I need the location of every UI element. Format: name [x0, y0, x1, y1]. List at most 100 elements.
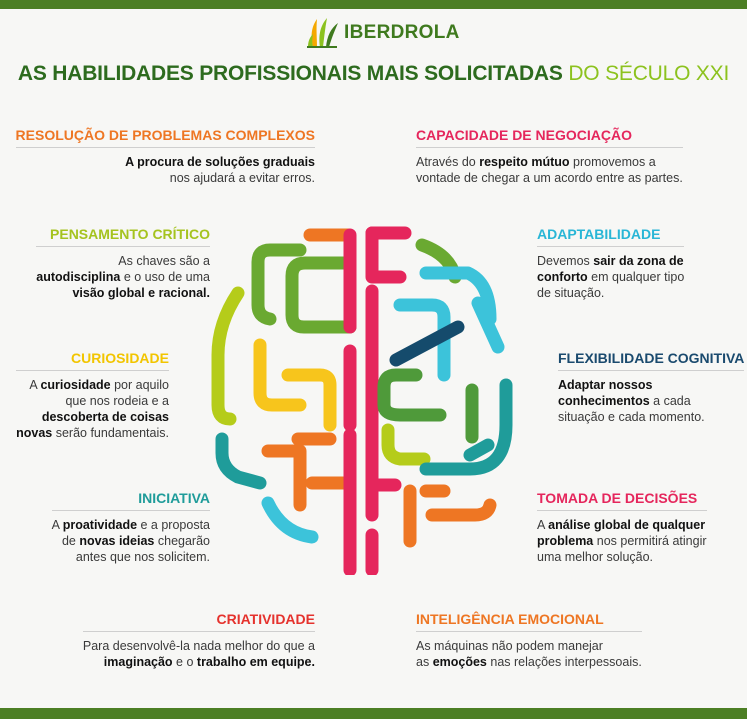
- desc-text: Através do: [416, 155, 480, 169]
- desc-bold: emoções: [432, 655, 487, 669]
- desc-text: nas relações interpessoais.: [486, 655, 642, 669]
- desc-text: promovemos a: [569, 155, 656, 169]
- desc-text: por aquilo: [110, 378, 169, 392]
- skill-resolucao: RESOLUÇÃO DE PROBLEMAS COMPLEXOS A procu…: [15, 127, 315, 186]
- skill-description: As máquinas não podem manejar as emoções…: [416, 638, 642, 670]
- desc-bold: sair da zona de: [593, 254, 684, 268]
- skill-curiosidade: CURIOSIDADE A curiosidade por aquilo que…: [16, 350, 169, 441]
- desc-bold: trabalho em equipe.: [196, 655, 315, 669]
- desc-text: e a proposta: [137, 518, 211, 532]
- skill-title: CURIOSIDADE: [16, 350, 169, 371]
- brain-segment: [425, 498, 497, 522]
- title-main: AS HABILIDADES PROFISSIONAIS MAIS SOLICI…: [17, 62, 563, 85]
- desc-text: Devemos: [537, 254, 594, 268]
- logo-text: IBERDROLA: [344, 22, 460, 43]
- desc-text: A: [537, 518, 549, 532]
- desc-bold: curiosidade: [40, 378, 111, 392]
- iberdrola-tree-icon: [307, 18, 338, 48]
- desc-bold: conhecimentos: [558, 394, 650, 408]
- desc-text: as: [416, 655, 433, 669]
- skill-description: A análise global de qualquer problema no…: [537, 517, 707, 565]
- skill-title: TOMADA DE DECISÕES: [537, 490, 707, 511]
- desc-text: e o: [172, 655, 197, 669]
- skill-criatividade: CRIATIVIDADE Para desenvolvê-la nada mel…: [82, 611, 315, 670]
- top-bar: [0, 0, 747, 9]
- desc-bold: problema: [537, 534, 594, 548]
- skill-description: A procura de soluções graduais nos ajuda…: [16, 154, 315, 186]
- desc-text: serão fundamentais.: [52, 426, 169, 440]
- desc-text: que nos rodeia e a: [65, 394, 169, 408]
- skill-title: CAPACIDADE DE NEGOCIAÇÃO: [416, 127, 683, 148]
- skill-title: FLEXIBILIDADE COGNITIVA: [558, 350, 745, 371]
- skill-adaptabilidade: ADAPTABILIDADE Devemos sair da zona de c…: [537, 226, 685, 301]
- desc-text: nos permitirá atingir: [593, 534, 707, 548]
- desc-bold: descoberta de coisas: [41, 410, 169, 424]
- skill-tomada: TOMADA DE DECISÕES A análise global de q…: [537, 490, 707, 565]
- brain-segment: [253, 338, 307, 412]
- desc-text: A: [29, 378, 41, 392]
- brain-segment: [281, 368, 337, 432]
- skill-title: ADAPTABILIDADE: [537, 226, 685, 247]
- brain-segment: [261, 496, 319, 544]
- brain-segment: [377, 368, 447, 422]
- desc-bold: novas ideias: [79, 534, 155, 548]
- title-accent: DO SÉCULO XXI: [568, 62, 730, 85]
- desc-bold: proatividade: [62, 518, 138, 532]
- skill-description: Através do respeito mútuo promovemos a v…: [416, 154, 683, 186]
- brain-segment: [365, 226, 407, 284]
- skill-title: PENSAMENTO CRÍTICO: [36, 226, 210, 247]
- skill-flexibilidade: FLEXIBILIDADE COGNITIVA Adaptar nossos c…: [558, 350, 745, 425]
- desc-bold: autodisciplina: [36, 270, 121, 284]
- desc-text: em qualquer tipo: [587, 270, 685, 284]
- skill-description: A proatividade e a proposta de novas ide…: [52, 517, 210, 565]
- desc-text: situação e cada momento.: [558, 410, 705, 424]
- desc-text: As chaves são a: [118, 254, 210, 268]
- desc-text: chegarão: [154, 534, 210, 548]
- brain-segment: [471, 296, 505, 354]
- desc-text: vontade de chegar a um acordo entre as p…: [416, 171, 683, 185]
- desc-bold: A procura de soluções graduais: [125, 155, 315, 169]
- skill-description: Para desenvolvê-la nada melhor do que a …: [83, 638, 315, 670]
- brain-segment: [393, 298, 451, 382]
- skill-description: Adaptar nossos conhecimentos a cada situ…: [558, 377, 744, 425]
- skill-title: CRIATIVIDADE: [82, 611, 315, 632]
- brain-segment: [261, 444, 307, 512]
- desc-bold: novas: [16, 426, 53, 440]
- desc-text: antes que nos solicitem.: [75, 550, 210, 564]
- brain-icon: [211, 226, 513, 575]
- brain-segment: [211, 286, 245, 426]
- desc-bold: Adaptar nossos: [558, 378, 653, 392]
- desc-text: a cada: [649, 394, 691, 408]
- skill-description: Devemos sair da zona de conforto em qual…: [537, 253, 684, 301]
- skill-title: RESOLUÇÃO DE PROBLEMAS COMPLEXOS: [15, 127, 315, 148]
- desc-text: de: [61, 534, 80, 548]
- brain-segment: [463, 438, 495, 462]
- desc-bold: imaginação: [103, 655, 173, 669]
- bottom-bar: [0, 708, 747, 719]
- skill-negociacao: CAPACIDADE DE NEGOCIAÇÃO Através do resp…: [416, 127, 683, 186]
- skill-emocional: INTELIGÊNCIA EMOCIONAL As máquinas não p…: [416, 611, 642, 670]
- skill-title: INICIATIVA: [51, 490, 210, 511]
- skill-pensamento: PENSAMENTO CRÍTICO As chaves são a autod…: [36, 226, 210, 301]
- desc-bold: conforto: [537, 270, 588, 284]
- desc-bold: visão global e racional.: [72, 286, 210, 300]
- brain-segment: [215, 432, 267, 490]
- brain-segment: [285, 256, 357, 334]
- brain-segment: [251, 243, 307, 326]
- desc-text: de situação.: [537, 286, 605, 300]
- desc-text: A: [51, 518, 63, 532]
- skill-iniciativa: INICIATIVA A proatividade e a proposta d…: [51, 490, 210, 565]
- skill-description: A curiosidade por aquilo que nos rodeia …: [16, 377, 169, 441]
- desc-text: nos ajudará a evitar erros.: [169, 171, 315, 185]
- logo: IBERDROLA: [305, 16, 460, 50]
- desc-text: uma melhor solução.: [537, 550, 654, 564]
- desc-bold: respeito mútuo: [479, 155, 570, 169]
- desc-bold: análise global de qualquer: [548, 518, 706, 532]
- brain-segment: [389, 320, 465, 367]
- skill-description: As chaves são a autodisciplina e o uso d…: [36, 253, 210, 301]
- desc-text: Para desenvolvê-la nada melhor do que a: [82, 639, 315, 653]
- desc-text: e o uso de uma: [120, 270, 210, 284]
- brain-segment: [419, 266, 497, 326]
- page-title: AS HABILIDADES PROFISSIONAIS MAIS SOLICI…: [0, 62, 747, 86]
- brain-segment: [419, 378, 513, 476]
